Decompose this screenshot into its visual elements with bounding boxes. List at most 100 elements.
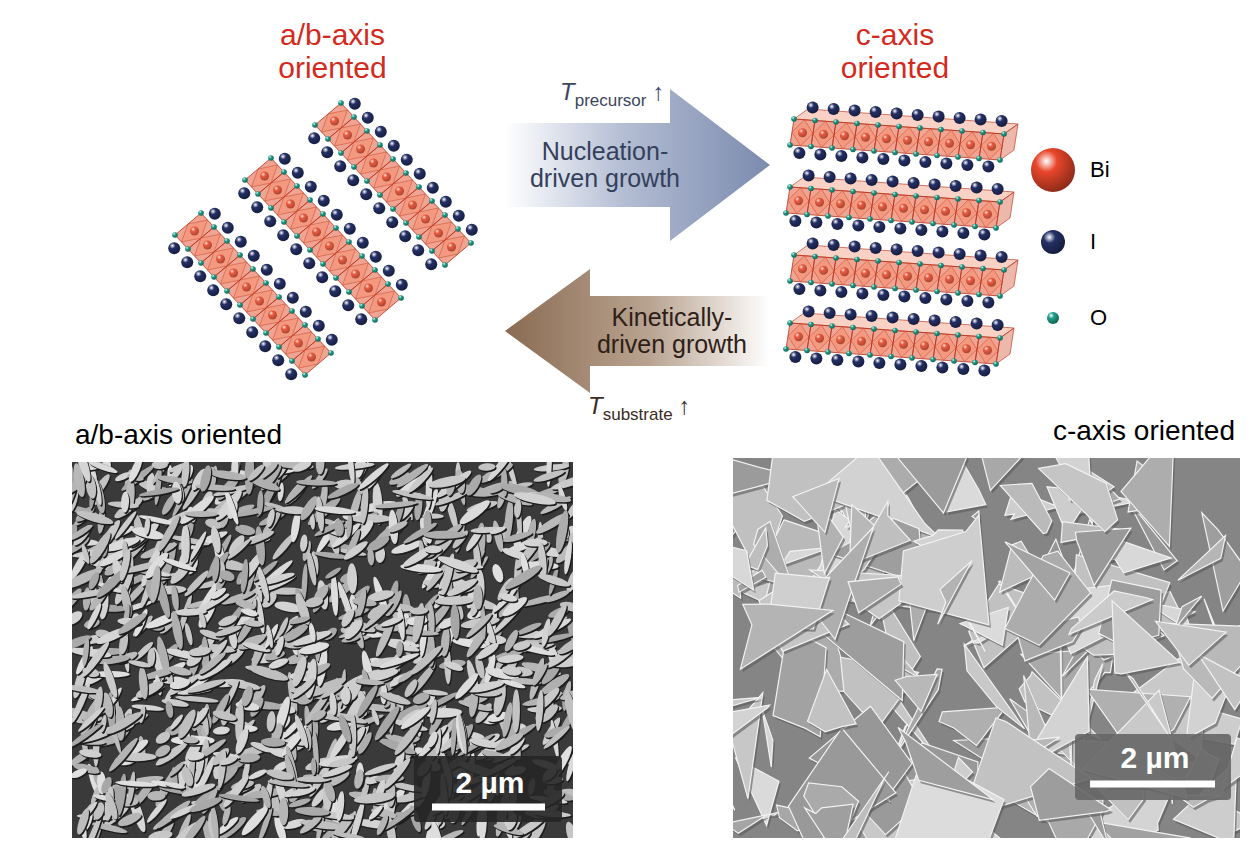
o-atom xyxy=(302,372,308,378)
o-atom xyxy=(808,144,814,150)
o-atom xyxy=(403,170,409,176)
bi-atom xyxy=(878,202,887,211)
bi-atom xyxy=(382,173,391,182)
octahedron-facet xyxy=(893,195,914,221)
o-atom xyxy=(846,351,852,357)
o-atom xyxy=(938,127,944,133)
i-atom xyxy=(274,278,286,290)
bi-atom xyxy=(840,131,849,140)
o-atom xyxy=(812,118,818,124)
i-atom xyxy=(388,140,400,152)
grain xyxy=(347,563,358,594)
o-atom xyxy=(351,114,357,120)
octahedron-facet xyxy=(809,325,830,351)
i-atom xyxy=(828,103,840,115)
octahedron-facet xyxy=(855,124,876,150)
i-atom xyxy=(360,188,372,200)
i-atom xyxy=(992,319,1004,331)
o-atom xyxy=(198,210,204,216)
o-atom xyxy=(294,233,300,239)
i-atom xyxy=(316,271,328,283)
octahedron-facet xyxy=(956,336,977,362)
o-atom xyxy=(791,116,797,122)
i-atom xyxy=(845,172,857,184)
i-atom xyxy=(259,340,271,352)
bi-atom xyxy=(882,134,891,143)
o-atom xyxy=(289,358,295,364)
o-atom xyxy=(787,184,793,190)
i-atom xyxy=(329,285,341,297)
bi-atom xyxy=(903,136,912,145)
bi-atom xyxy=(798,128,807,137)
grain xyxy=(209,804,220,838)
bi-atom xyxy=(307,353,316,362)
i-atom xyxy=(828,239,840,251)
o-atom xyxy=(804,348,810,354)
octahedron-facet xyxy=(439,236,465,258)
i-atom xyxy=(996,115,1008,127)
o-atom xyxy=(892,150,898,156)
i-atom xyxy=(803,305,815,317)
i-atom xyxy=(835,286,847,298)
o-atom xyxy=(825,349,831,355)
o-atom xyxy=(312,122,318,128)
o-atom xyxy=(833,119,839,125)
o-atom xyxy=(198,260,204,266)
o-atom xyxy=(955,290,961,296)
o-atom xyxy=(976,334,982,340)
octahedron xyxy=(432,229,471,265)
octahedron-facet xyxy=(792,256,813,282)
i-atom xyxy=(891,107,903,119)
octahedron-facet xyxy=(834,259,855,285)
i-atom xyxy=(326,334,338,346)
octahedron xyxy=(292,339,331,375)
o-atom xyxy=(804,212,810,218)
grain xyxy=(564,820,573,838)
i-atom xyxy=(996,251,1008,263)
octahedron xyxy=(979,269,1004,297)
o-atom xyxy=(333,225,339,231)
i-atom xyxy=(209,208,221,220)
i-atom xyxy=(344,223,356,235)
i-atom xyxy=(789,215,801,227)
i-atom xyxy=(936,362,948,374)
o-atom xyxy=(934,289,940,295)
o-atom xyxy=(808,280,814,286)
i-atom xyxy=(807,237,819,249)
i-atom xyxy=(894,359,906,371)
o-atom xyxy=(364,128,370,134)
o-atom xyxy=(364,178,370,184)
i-atom xyxy=(305,181,317,193)
o-atom xyxy=(930,221,936,227)
o-atom xyxy=(372,317,378,323)
i-atom xyxy=(866,310,878,322)
o-atom xyxy=(892,328,898,334)
i-atom xyxy=(235,236,247,248)
i-atom xyxy=(954,112,966,124)
structure-title: c-axis oriented xyxy=(810,18,980,84)
o-atom xyxy=(959,128,965,134)
sem-background xyxy=(72,462,573,838)
bi-atom xyxy=(819,130,828,139)
o-atom xyxy=(829,323,835,329)
i-atom xyxy=(915,224,927,236)
o-atom xyxy=(185,246,191,252)
o-atom xyxy=(972,360,978,366)
o-atom xyxy=(917,261,923,267)
bi-atom xyxy=(798,264,807,273)
octahedron-facet xyxy=(981,133,1002,159)
bi-atom xyxy=(312,228,321,237)
i-atom xyxy=(318,195,330,207)
o-atom xyxy=(385,281,391,287)
sem-panel: a/b-axis oriented2 µm xyxy=(72,462,573,838)
o-atom xyxy=(211,274,217,280)
octahedron-facet xyxy=(939,266,960,292)
octahedron-facet xyxy=(813,121,834,147)
o-atom xyxy=(854,257,860,263)
i-atom xyxy=(375,126,387,138)
bi-atom xyxy=(343,131,352,140)
i-atom xyxy=(810,353,822,365)
o-atom xyxy=(787,142,793,148)
i-atom xyxy=(852,220,864,232)
o-atom xyxy=(909,355,915,361)
